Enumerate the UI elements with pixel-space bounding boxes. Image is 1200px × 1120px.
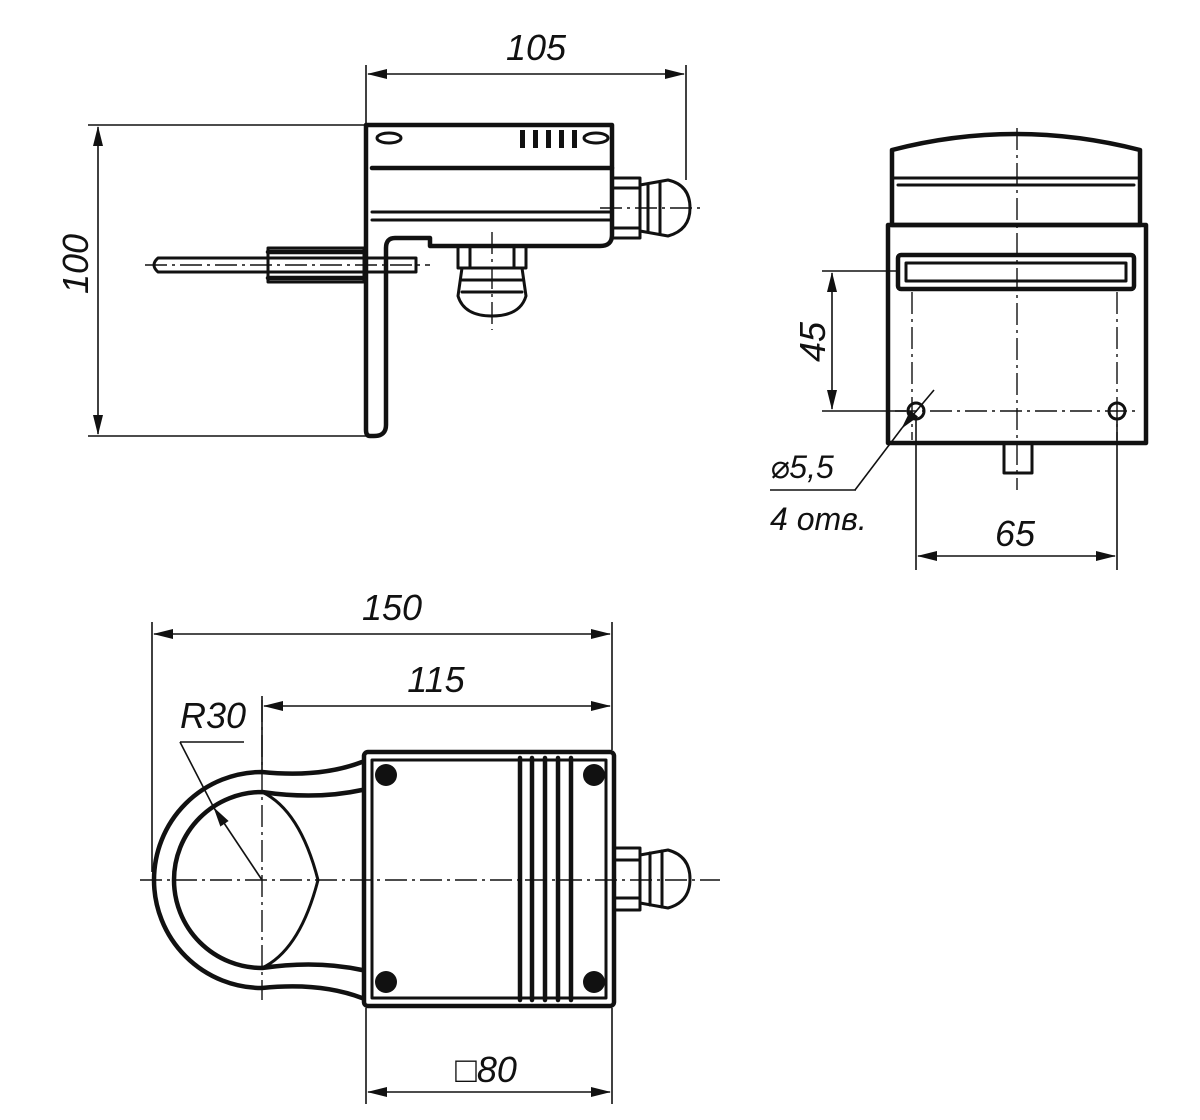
top-box: [361, 749, 617, 1009]
side-probe: [145, 246, 430, 284]
top-right-gland: [612, 846, 692, 912]
top-view: R30 150 115 □80: [140, 587, 720, 1104]
dim-r30: R30: [180, 695, 246, 736]
dim-65: 65: [995, 513, 1036, 554]
side-right-gland: [600, 176, 705, 240]
front-stub: [1002, 441, 1034, 475]
front-slot: [895, 252, 1137, 292]
screw-bl: [375, 971, 397, 993]
screw-tr: [583, 764, 605, 786]
front-cap: [889, 131, 1143, 228]
front-view: 45 ⌀5,5 4 отв. 65: [770, 128, 1149, 570]
top-vent-ribs: [529, 755, 574, 1003]
hole-count-label: 4 отв.: [770, 501, 867, 537]
dim-105: 105: [506, 27, 567, 68]
hole-diameter-label: ⌀5,5: [770, 449, 834, 485]
dim-150: 150: [362, 587, 422, 628]
screw-br: [583, 971, 605, 993]
side-view: 105 100: [55, 27, 705, 439]
clamp-inner: [171, 787, 365, 973]
dim-45: 45: [792, 321, 833, 362]
dim-115: 115: [407, 659, 465, 700]
dim-100: 100: [55, 234, 96, 294]
screw-tl: [375, 764, 397, 786]
vent-slots: [520, 130, 577, 148]
mount-hole-right: [1107, 401, 1127, 421]
side-housing: [363, 122, 615, 439]
side-bottom-gland: [456, 232, 528, 330]
dim-80-square: □80: [455, 1049, 517, 1090]
